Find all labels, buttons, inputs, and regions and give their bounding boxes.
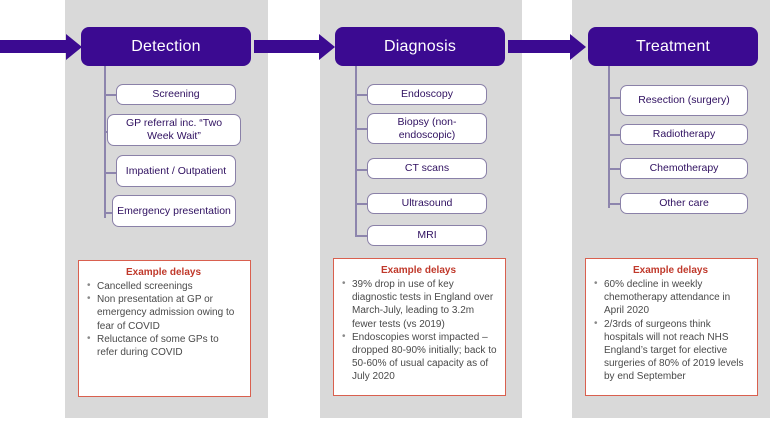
connector-stub — [608, 203, 620, 205]
stage-header-diagnosis[interactable]: Diagnosis — [335, 27, 505, 66]
delays-title: Example delays — [380, 265, 457, 276]
pathway-item-ct-scans[interactable]: CT scans — [367, 158, 487, 179]
delays-list-item: Cancelled screenings — [85, 279, 242, 293]
delays-list: 39% drop in use of key diagnostic tests … — [340, 277, 497, 384]
connector-trunk-diagnosis — [355, 66, 357, 236]
delays-list-item: 39% drop in use of key diagnostic tests … — [340, 277, 497, 331]
stage-header-detection[interactable]: Detection — [81, 27, 251, 66]
pathway-item-endoscopy[interactable]: Endoscopy — [367, 84, 487, 105]
connector-stub — [104, 172, 116, 174]
pathway-item-radiotherapy[interactable]: Radiotherapy — [620, 124, 748, 145]
pathway-item-mri[interactable]: MRI — [367, 225, 487, 246]
delays-list-item: 60% decline in weekly chemotherapy atten… — [592, 277, 749, 318]
pathway-item-gp-referral[interactable]: GP referral inc. “Two Week Wait” — [107, 114, 241, 146]
pathway-item-screening[interactable]: Screening — [116, 84, 236, 105]
pathway-item-emergency-presentation[interactable]: Emergency presentation — [112, 195, 236, 227]
pathway-item-other-care[interactable]: Other care — [620, 193, 748, 214]
arrow-head-icon — [66, 33, 82, 60]
delays-list-item: Non presentation at GP or emergency admi… — [85, 292, 242, 333]
connector-stub — [355, 203, 367, 205]
connector-stub — [355, 169, 367, 171]
delays-list-item: Reluctance of some GPs to refer during C… — [85, 332, 242, 359]
pathway-item-ultrasound[interactable]: Ultrasound — [367, 193, 487, 214]
delays-list-item: 2/3rds of surgeons think hospitals will … — [592, 317, 749, 384]
arrow-head-icon — [319, 33, 335, 60]
delays-title: Example delays — [125, 267, 202, 278]
delays-title: Example delays — [632, 265, 709, 276]
pathway-item-biopsy[interactable]: Biopsy (non-endoscopic) — [367, 113, 487, 144]
connector-stub — [355, 128, 367, 130]
connector-stub — [355, 94, 367, 96]
connector-stub — [608, 168, 620, 170]
pathway-item-impatient-outpatient[interactable]: Impatient / Outpatient — [116, 155, 236, 187]
pathway-item-resection-surgery[interactable]: Resection (surgery) — [620, 85, 748, 116]
delays-box-detection: Example delays Cancelled screenings Non … — [78, 260, 251, 397]
arrow-shaft — [0, 40, 66, 53]
connector-trunk-treatment — [608, 66, 610, 208]
connector-stub — [608, 97, 620, 99]
delays-box-diagnosis: Example delays 39% drop in use of key di… — [333, 258, 506, 396]
connector-stub — [355, 235, 367, 237]
stage-header-treatment[interactable]: Treatment — [588, 27, 758, 66]
arrow-shaft — [254, 40, 319, 53]
connector-trunk-detection — [104, 66, 106, 218]
connector-stub — [608, 134, 620, 136]
delays-list: Cancelled screenings Non presentation at… — [85, 279, 242, 359]
delays-box-treatment: Example delays 60% decline in weekly che… — [585, 258, 758, 396]
connector-stub — [104, 94, 116, 96]
pathway-item-chemotherapy[interactable]: Chemotherapy — [620, 158, 748, 179]
arrow-head-icon — [570, 33, 586, 60]
connector-stub — [104, 212, 116, 214]
delays-list: 60% decline in weekly chemotherapy atten… — [592, 277, 749, 384]
arrow-shaft — [508, 40, 570, 53]
delays-list-item: Endoscopies worst impacted – dropped 80-… — [340, 330, 497, 384]
